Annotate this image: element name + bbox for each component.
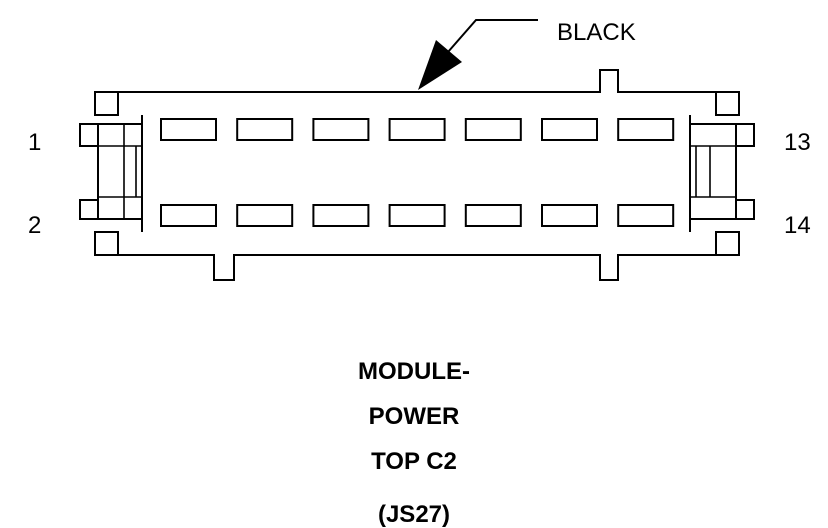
cavity xyxy=(388,204,446,227)
cavity xyxy=(312,118,370,141)
cavity xyxy=(160,204,217,227)
cavity xyxy=(388,118,446,141)
caption-line-3: TOP C2 xyxy=(371,448,457,475)
left-lock-tab xyxy=(79,123,142,220)
pin-label-13: 13 xyxy=(784,129,811,156)
pin-label-1: 1 xyxy=(28,129,41,156)
caption-line-1: MODULE- xyxy=(358,358,470,385)
right-lock-tab xyxy=(690,123,755,220)
cavity xyxy=(312,204,370,227)
caption-line-4: (JS27) xyxy=(377,501,451,528)
cavity xyxy=(617,204,675,227)
cavity xyxy=(617,118,675,141)
leader-arrow xyxy=(418,40,462,90)
cavity xyxy=(541,204,598,227)
pin-label-2: 2 xyxy=(28,212,41,239)
wire-color-label: BLACK xyxy=(557,19,636,46)
pin-cavities xyxy=(160,118,675,227)
cavity xyxy=(541,118,598,141)
cavity xyxy=(236,204,294,227)
cavity xyxy=(236,118,294,141)
cavity xyxy=(464,118,522,141)
cavity xyxy=(160,118,217,141)
caption-line-2: POWER xyxy=(368,403,460,430)
connector-body xyxy=(94,69,740,281)
cavity xyxy=(464,204,522,227)
leader-line xyxy=(447,19,538,53)
pin-label-14: 14 xyxy=(784,212,811,239)
